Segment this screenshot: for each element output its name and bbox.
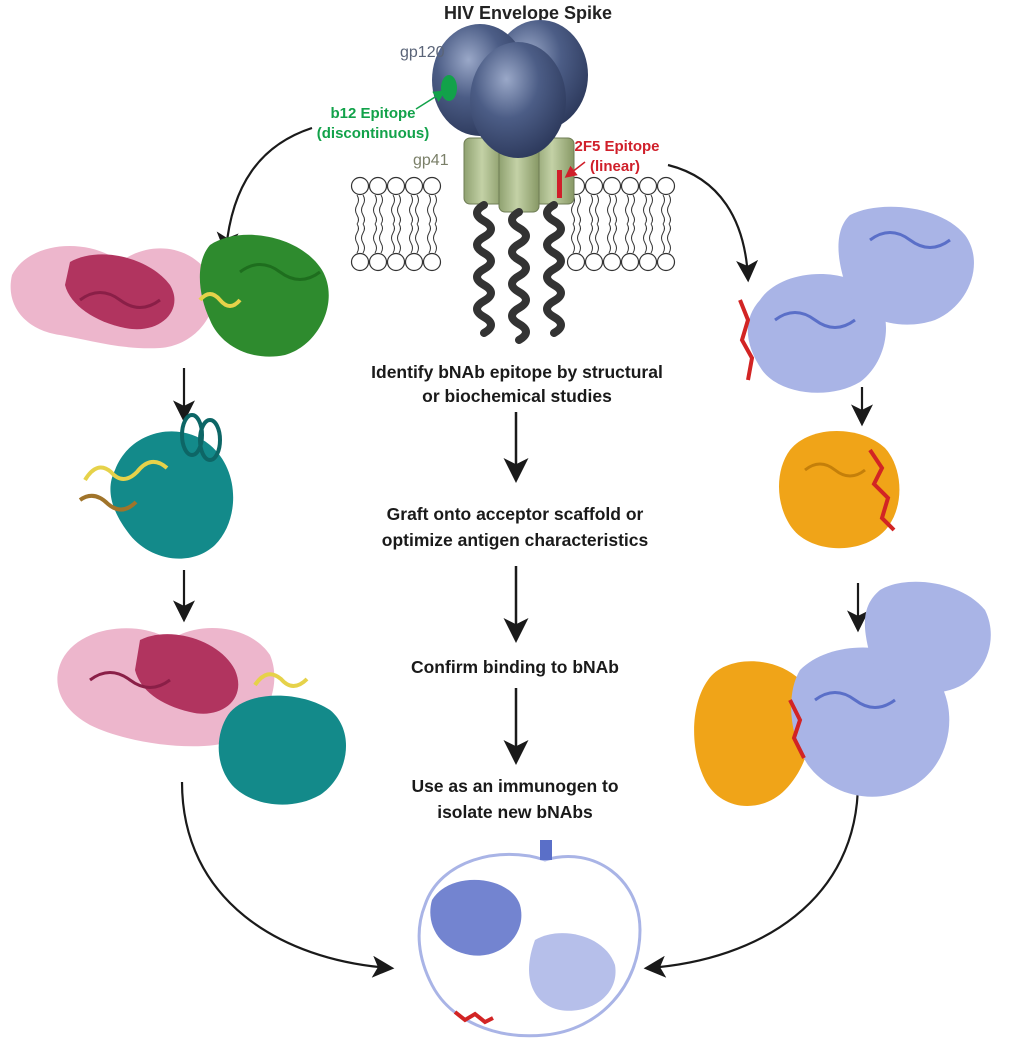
lipid-head [620,252,640,272]
gp41-label: gp41 [413,152,449,169]
2f5-epitope-sublabel: (linear) [590,158,640,175]
gp41-trimer [463,137,575,213]
lipid-membrane [350,176,676,272]
lipid-tail [613,223,617,254]
lipid-tail [397,223,401,254]
step-graft: Graft onto acceptor scaffold or [387,504,644,524]
2f5-epitope-label: 2F5 Epitope [574,138,659,155]
lipid-tail [667,194,671,225]
lipid-tail [595,194,599,225]
lipid-head [350,252,370,272]
lipid-tail [427,194,431,225]
lipid-head [404,176,424,196]
lipid-tail [649,194,653,225]
lipid-tail [577,194,581,225]
step-identify: Identify bNAb epitope by structural [371,362,663,382]
lipid-head [422,252,442,272]
lipid-tail [625,194,629,225]
lipid-tail [607,223,611,254]
b12-epitope-sublabel: (discontinuous) [317,125,430,142]
step-graft-line2: optimize antigen characteristics [382,530,649,550]
lipid-tail [373,194,377,225]
lipid-head [386,252,406,272]
transmembrane-coils [473,201,565,344]
step-use-line2: isolate new bNAbs [437,802,593,822]
lipid-tail [391,194,395,225]
lipid-tail [355,194,359,225]
teal-scaffold-with-epitope [78,413,234,559]
2f5-pointer-arrow [564,161,586,178]
b12-pointer-arrow [415,90,446,110]
lipid-tail [625,223,629,254]
lipid-tail [379,223,383,254]
lipid-head [656,252,676,272]
lipid-head [386,176,406,196]
new-bnab-fab [417,840,642,1038]
lipid-tail [433,194,437,225]
lipid-tail [589,194,593,225]
lipid-tail [391,223,395,254]
lipid-tail [409,223,413,254]
lipid-head [602,176,622,196]
lipid-tail [373,223,377,254]
lipid-head [638,252,658,272]
lipid-tail [661,223,665,254]
lipid-tail [355,223,359,254]
lipid-tail [607,194,611,225]
step-confirm: Confirm binding to bNAb [411,657,619,677]
lipid-tail [643,223,647,254]
lipid-tail [415,194,419,225]
lipid-tail [433,223,437,254]
lipid-tail [409,194,413,225]
lipid-tail [397,194,401,225]
lipid-tail [379,194,383,225]
lipid-tail [361,194,365,225]
lipid-tail [643,194,647,225]
lipid-tail [427,223,431,254]
2f5-fab-scaffold-complex [694,581,991,807]
b12-fab-scaffold-complex [57,628,347,805]
figure-title: HIV Envelope Spike [444,3,612,23]
lipid-head [602,252,622,272]
lipid-head [566,252,586,272]
gp120-label: gp120 [400,44,445,61]
flow-arrows [173,126,873,978]
b12-fab-gp120-complex [10,234,329,357]
lipid-tail [571,223,575,254]
lipid-head [620,176,640,196]
lipid-tail [631,194,635,225]
lipid-tail [595,223,599,254]
lipid-tail [661,194,665,225]
lipid-tail [571,194,575,225]
lipid-tail [415,223,419,254]
lipid-head [368,252,388,272]
lipid-head [422,176,442,196]
b12-epitope-label: b12 Epitope [330,105,415,122]
2f5-fab-peptide-complex [738,206,974,393]
lipid-head [350,176,370,196]
lipid-tail [649,223,653,254]
lipid-head [368,176,388,196]
lipid-head [638,176,658,196]
lipid-tail [667,223,671,254]
lipid-tail [631,223,635,254]
orange-scaffold-with-peptide [778,430,900,549]
lipid-head [404,252,424,272]
step-use: Use as an immunogen to [411,776,618,796]
lipid-tail [577,223,581,254]
step-identify-line2: or biochemical studies [422,386,612,406]
lipid-tail [589,223,593,254]
b12-epitope-patch [441,75,457,101]
lipid-tail [361,223,365,254]
gp120-trimer [432,20,588,158]
lipid-head [656,176,676,196]
lipid-head [584,252,604,272]
lipid-tail [613,194,617,225]
2f5-epitope-mark [557,170,562,198]
lipid-head [584,176,604,196]
